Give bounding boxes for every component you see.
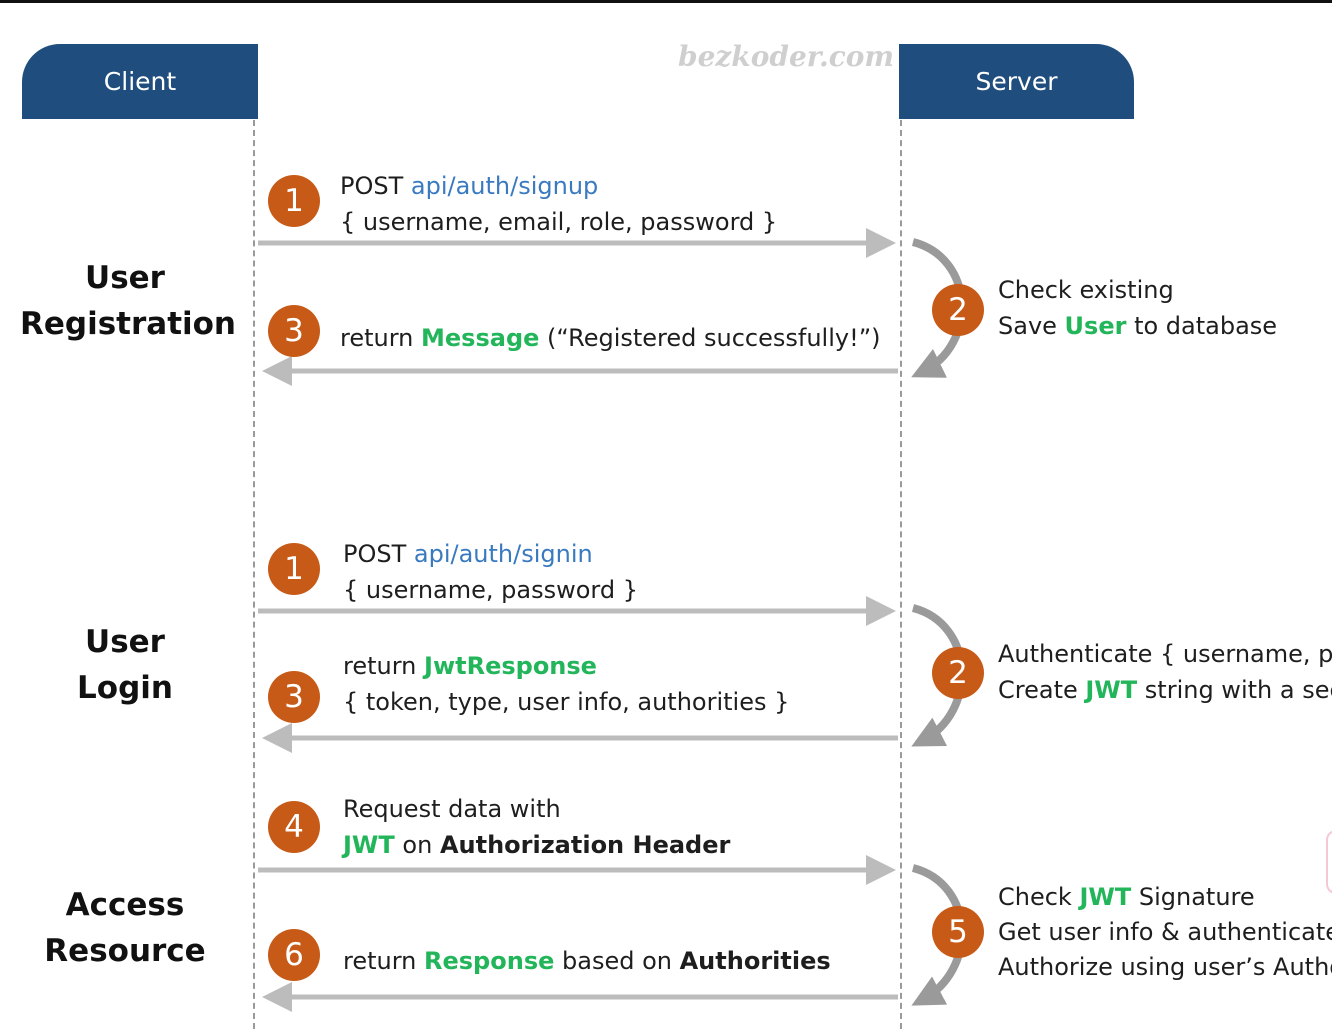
server-step-line: Authorize using user’s Autho (998, 953, 1332, 981)
access-request-text: Request data with JWT on Authorization H… (343, 791, 730, 863)
server-lane-header: Server (899, 44, 1134, 119)
highlight-jwt: JWT (343, 831, 395, 859)
text-segment: Create (998, 676, 1086, 704)
text-segment: return (340, 324, 422, 352)
highlight-jwt: JWT (1079, 883, 1132, 911)
text-segment: to database (1126, 312, 1278, 340)
step-badge-login-3: 3 (268, 671, 320, 723)
request-body: { username, password } (343, 576, 638, 604)
highlight-jwtresponse: JwtResponse (424, 652, 597, 680)
http-method: POST (340, 172, 411, 200)
section-label-registration: User Registration (20, 255, 237, 347)
step-badge-reg-1: 1 (268, 175, 320, 227)
access-server-text: Check JWT Signature Get user info & auth… (998, 880, 1332, 985)
highlight-message: Message (421, 324, 540, 352)
step-badge-login-1: 1 (268, 543, 320, 595)
section-label-line: Registration (20, 306, 237, 342)
section-label-line: User (85, 624, 165, 660)
section-label-line: User (85, 260, 165, 296)
text-segment: Signature (1131, 883, 1255, 911)
section-label-line: Access (65, 887, 185, 923)
server-step-line: Get user info & authenticate (998, 918, 1332, 946)
authorities-label: Authorities (679, 947, 831, 975)
auth-header-label: Authorization Header (439, 831, 731, 859)
reg-server-text: Check existing Save User to database (998, 272, 1277, 344)
step-badge-reg-2: 2 (932, 284, 984, 336)
request-body: { username, email, role, password } (340, 208, 778, 236)
watermark: bezkoder.com (678, 40, 895, 73)
highlight-response: Response (424, 947, 555, 975)
text-segment: return (343, 947, 425, 975)
endpoint-signin: api/auth/signin (413, 540, 593, 568)
login-request-text: POST api/auth/signin { username, passwor… (343, 536, 638, 608)
text-segment: on (394, 831, 440, 859)
text-segment: return (343, 652, 425, 680)
section-label-line: Login (77, 670, 173, 706)
step-badge-access-4: 4 (268, 801, 320, 853)
reg-request-text: POST api/auth/signup { username, email, … (340, 168, 777, 240)
section-label-line: Resource (44, 933, 206, 969)
login-response-text: return JwtResponse { token, type, user i… (343, 648, 789, 720)
client-lane-header: Client (22, 44, 258, 119)
login-server-text: Authenticate { username, pa Create JWT s… (998, 636, 1332, 708)
client-lifeline (253, 120, 255, 1029)
text-segment: Check (998, 883, 1080, 911)
section-label-access: Access Resource (20, 882, 230, 974)
endpoint-signup: api/auth/signup (410, 172, 599, 200)
server-step-line: Authenticate { username, pa (998, 640, 1332, 668)
top-border (0, 0, 1332, 3)
access-response-text: return Response based on Authorities (343, 943, 831, 979)
step-badge-login-2: 2 (932, 647, 984, 699)
text-segment: (“Registered successfully!”) (539, 324, 881, 352)
http-method: POST (343, 540, 414, 568)
step-badge-reg-3: 3 (268, 305, 320, 357)
reg-response-text: return Message (“Registered successfully… (340, 320, 881, 356)
server-lifeline (900, 120, 902, 1029)
step-badge-access-6: 6 (268, 929, 320, 981)
text-segment: based on (554, 947, 680, 975)
step-badge-access-5: 5 (932, 906, 984, 958)
text-segment: string with a sec (1137, 676, 1332, 704)
highlight-jwt: JWT (1085, 676, 1138, 704)
response-body: { token, type, user info, authorities } (343, 688, 790, 716)
section-label-login: User Login (20, 619, 230, 711)
request-line: Request data with (343, 795, 561, 823)
text-segment: Save (998, 312, 1065, 340)
server-step-line: Check existing (998, 276, 1174, 304)
highlight-user: User (1064, 312, 1127, 340)
edge-decoration (1326, 830, 1332, 894)
